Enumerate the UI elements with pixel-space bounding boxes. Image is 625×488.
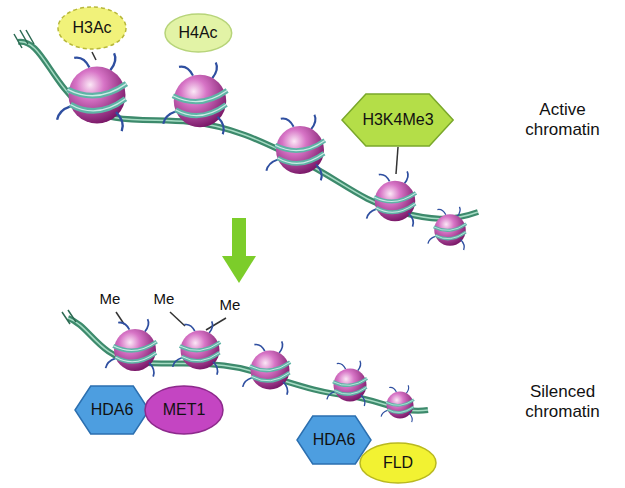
state-label: Active chromatin [515,100,610,140]
node-text: HDA6 [91,401,134,419]
methyl-label: Me [150,290,178,307]
modification-oval: H3Ac [57,6,127,50]
methyl-label: Me [216,296,244,313]
node-shape [297,416,371,464]
modification-hexagon: H3K4Me3 [341,93,454,147]
node-text: H3Ac [72,19,111,37]
methyl-label: Me [96,290,124,307]
node-shape [75,386,149,434]
node-text: H4Ac [178,24,217,42]
protein-oval: MET1 [144,385,224,435]
node-text: MET1 [163,401,206,419]
node-text: H3K4Me3 [362,111,433,129]
node-shape [58,7,126,49]
state-label: Silenced chromatin [515,382,610,422]
node-shape [165,14,232,52]
node-shape [145,386,223,434]
node-text: HDA6 [313,431,356,449]
modification-oval: H4Ac [164,13,233,53]
protein-oval: FLD [359,442,437,484]
node-shape [360,443,436,483]
protein-hexagon: HDA6 [74,385,150,435]
node-text: FLD [383,454,413,472]
node-shape [342,94,453,146]
